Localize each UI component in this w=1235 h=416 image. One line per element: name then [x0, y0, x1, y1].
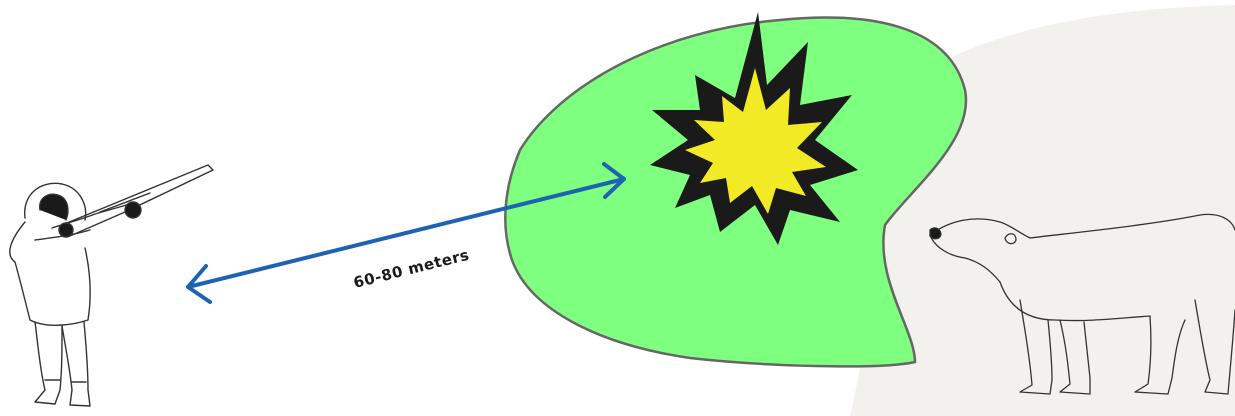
polar-bear-icon	[929, 213, 1235, 395]
arrow-head-left	[186, 264, 212, 304]
distance-arrow-shaft	[186, 177, 626, 289]
arrow-head-right	[602, 162, 626, 199]
distance-arrow	[186, 162, 626, 304]
hunter-with-rifle-icon	[9, 164, 214, 407]
distance-label: 60-80 meters	[352, 246, 472, 292]
explosion-burst-inner	[685, 68, 826, 214]
